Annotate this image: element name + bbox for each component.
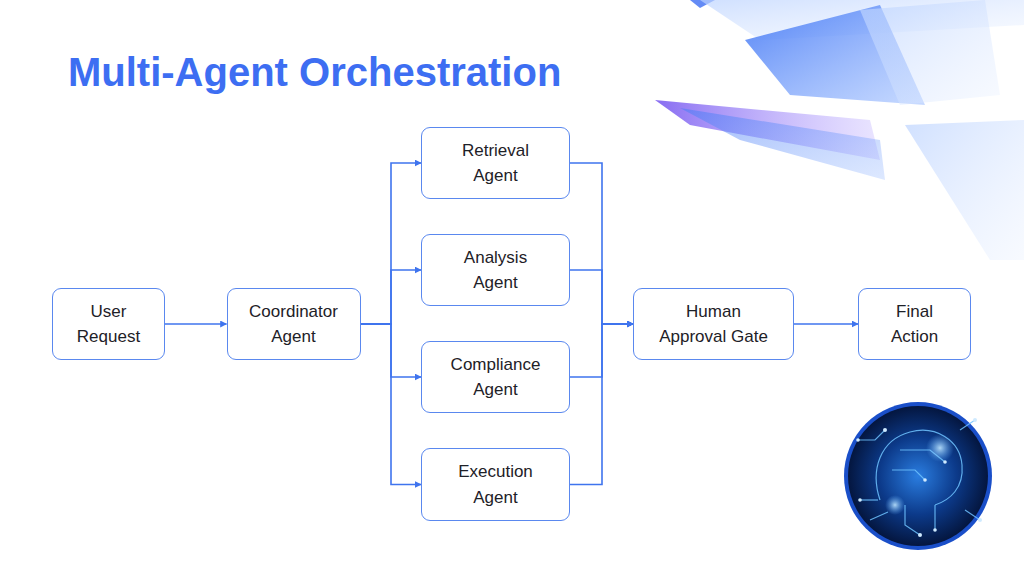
diagram-title: Multi-Agent Orchestration <box>68 50 561 95</box>
flow-arrow <box>794 323 858 325</box>
agent-box: Analysis Agent <box>421 234 570 306</box>
flow-arrow <box>570 324 633 485</box>
brain-illustration <box>844 402 992 550</box>
agent-box: Execution Agent <box>421 448 570 521</box>
box-label: Coordinator Agent <box>240 299 348 350</box>
box-label: Human Approval Gate <box>653 299 775 350</box>
box-label: Analysis Agent <box>450 245 542 296</box>
box-label: Final Action <box>884 299 946 350</box>
flow-arrow <box>165 323 227 325</box>
flow-arrow <box>570 163 633 324</box>
flow-arrow <box>361 163 422 324</box>
agent-box: Coordinator Agent <box>227 288 361 360</box>
background-shards <box>655 0 1024 260</box>
agent-box: Human Approval Gate <box>633 288 794 360</box>
box-label: Compliance Agent <box>444 352 548 403</box>
agent-box: Compliance Agent <box>421 341 570 413</box>
box-label: Execution Agent <box>450 459 542 510</box>
agent-box: User Request <box>52 288 165 360</box>
agent-box: Final Action <box>858 288 971 360</box>
box-label: User Request <box>73 299 145 350</box>
agent-box: Retrieval Agent <box>421 127 570 199</box>
flow-arrow <box>570 270 633 324</box>
flow-arrow <box>361 324 422 485</box>
box-label: Retrieval Agent <box>450 138 542 189</box>
flow-arrow <box>361 270 422 324</box>
